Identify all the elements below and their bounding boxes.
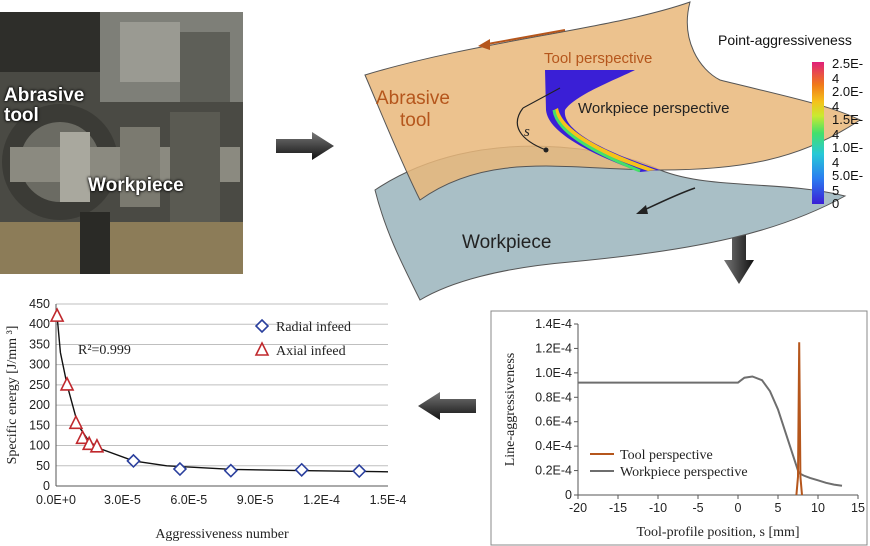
- y-tick-label: 250: [29, 378, 50, 392]
- x-tick-label: 5: [775, 501, 782, 515]
- y-tick-label: 400: [29, 317, 50, 331]
- arrow-left-icon: [418, 392, 476, 420]
- surface-illustration: Abrasive tool Tool perspective Workpiece…: [360, 0, 870, 301]
- x-tick-label: 1.5E-4: [370, 493, 407, 507]
- fit-curve: [56, 316, 389, 473]
- axial-infeed-point: [59, 376, 75, 391]
- x-axis-label: Aggressiveness number: [155, 527, 289, 542]
- x-tick-label: -5: [692, 501, 703, 515]
- x-tick-label: -15: [609, 501, 627, 515]
- axial-infeed-point: [81, 435, 97, 451]
- x-tick-label: 9.0E-5: [237, 493, 274, 507]
- axial-infeed-point: [75, 429, 90, 445]
- r-squared-annotation: R²=0.999: [78, 343, 131, 358]
- y-tick-label: 0.6E-4: [535, 415, 572, 429]
- y-tick-label: 1.4E-4: [535, 317, 572, 331]
- arrow-down-icon: [724, 222, 754, 284]
- photo-label-tool-2: tool: [4, 105, 39, 126]
- surface-label-tool-perspective: Tool perspective: [544, 50, 653, 67]
- x-tick-label: -20: [569, 501, 587, 515]
- y-tick-label: 100: [29, 439, 50, 453]
- y-tick-label: 200: [29, 398, 50, 412]
- y-tick-label: 0.4E-4: [535, 439, 572, 453]
- workpiece-perspective-line: [578, 375, 843, 487]
- line-aggressiveness-chart: 0 0.2E-4 0.4E-4 0.6E-4 0.8E-4 1.0E-4 1.2E-4 1.4…: [490, 310, 868, 546]
- radial-infeed-point: [126, 453, 141, 469]
- y-tick-label: 300: [29, 358, 50, 372]
- tool-perspective-line: [795, 342, 803, 496]
- specific-energy-chart: 0 50 100 150 200 250 300 350 400 450 0.0E+0 3.0E-5 6…: [5, 297, 406, 542]
- y-tick-label: 450: [29, 297, 50, 311]
- y-tick-label: 1.0E-4: [535, 366, 572, 380]
- machine-photo-drawing: [0, 12, 243, 274]
- y-tick-label: 0: [565, 488, 572, 502]
- colorbar-tick: 0: [832, 196, 840, 211]
- radial-infeed-point: [352, 463, 367, 479]
- arrow-right-icon: [276, 132, 334, 160]
- y-tick-label: 150: [29, 418, 50, 432]
- colorbar-tick: 1.5E-4: [832, 112, 864, 142]
- colorbar-tick: 1.0E-4: [832, 140, 864, 170]
- legend-label: Workpiece perspective: [620, 465, 748, 480]
- x-axis-label: Tool-profile position, s [mm]: [636, 525, 799, 540]
- surface-label-abrasive: Abrasive: [376, 88, 450, 109]
- radial-infeed-point: [294, 462, 309, 477]
- x-tick-label: 0: [735, 501, 742, 515]
- x-tick-label: 3.0E-5: [104, 493, 141, 507]
- colorbar-tick: 2.5E-4: [832, 56, 864, 86]
- machine-photo: Abrasive tool Workpiece: [0, 12, 243, 274]
- axial-infeed-point: [89, 437, 105, 453]
- radial-infeed-point: [223, 463, 238, 478]
- x-tick-label: 10: [811, 501, 825, 515]
- axial-infeed-point: [68, 414, 84, 430]
- surface-label-workpiece-perspective: Workpiece perspective: [578, 100, 730, 117]
- colorbar-tick: 2.0E-4: [832, 84, 864, 114]
- legend-label: Tool perspective: [620, 448, 713, 463]
- y-tick-label: 0.8E-4: [535, 390, 572, 404]
- x-tick-label: 6.0E-5: [170, 493, 207, 507]
- y-axis-label: Line-aggressiveness: [503, 353, 518, 467]
- y-tick-label: 0: [43, 479, 50, 493]
- surface-label-tool: tool: [400, 110, 431, 131]
- surface-drawing: [364, 1, 861, 301]
- x-tick-label: -10: [649, 501, 667, 515]
- axial-infeed-point: [49, 307, 65, 322]
- colorbar-title: Point-aggressiveness: [718, 32, 852, 48]
- colorbar-tick: 5.0E-5: [832, 168, 864, 198]
- colorbar: [812, 62, 824, 204]
- y-tick-label: 1.2E-4: [535, 341, 572, 355]
- x-tick-label: 15: [851, 501, 865, 515]
- legend-label: Radial infeed: [276, 320, 351, 335]
- legend-marker: [254, 341, 270, 356]
- x-tick-label: 0.0E+0: [36, 493, 76, 507]
- y-tick-label: 0.2E-4: [535, 464, 572, 478]
- y-tick-label: 50: [36, 459, 50, 473]
- legend-marker: [254, 318, 270, 334]
- photo-label-tool-1: Abrasive: [4, 85, 85, 106]
- legend-label: Axial infeed: [276, 344, 346, 359]
- chart-frame: [490, 310, 868, 546]
- y-axis-label: Specific energy [J/mm ³]: [5, 326, 20, 465]
- radial-infeed-point: [172, 461, 188, 477]
- photo-label-workpiece: Workpiece: [88, 175, 184, 196]
- y-tick-label: 350: [29, 337, 50, 351]
- surface-s-symbol: s: [524, 124, 530, 140]
- surface-label-workpiece: Workpiece: [462, 232, 552, 253]
- x-tick-label: 1.2E-4: [303, 493, 340, 507]
